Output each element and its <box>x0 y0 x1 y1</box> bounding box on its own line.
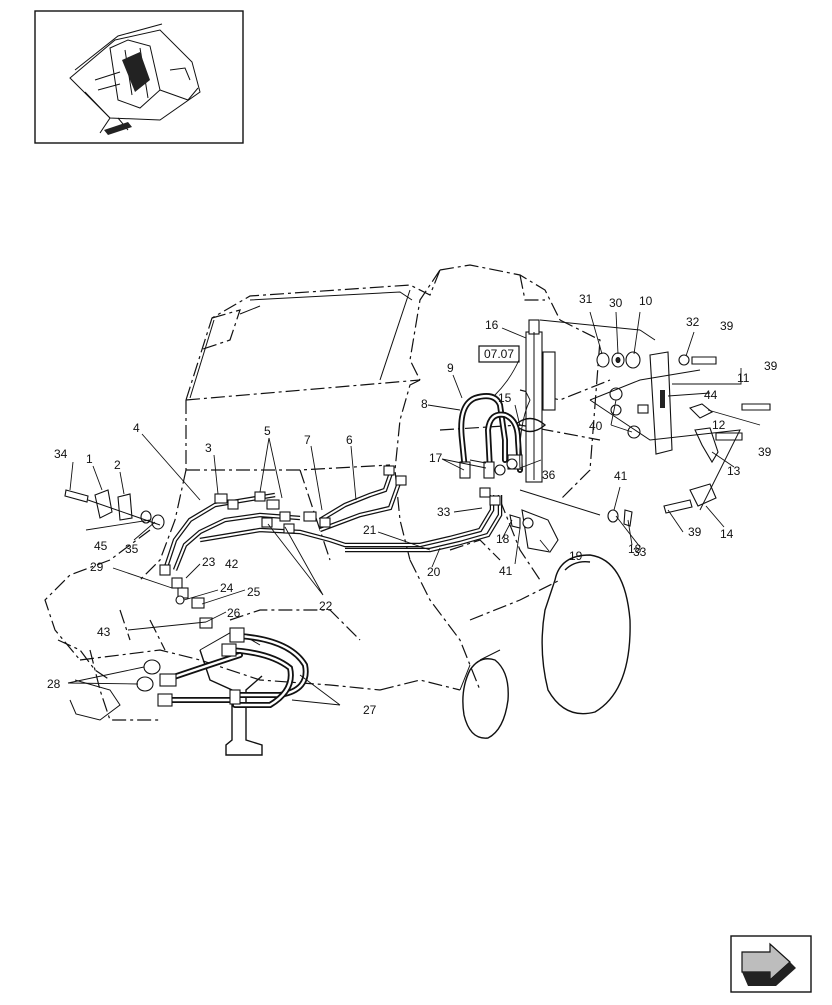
fittings <box>159 465 501 629</box>
callout-39-bottom[interactable]: 39 <box>688 525 702 539</box>
callout-26[interactable]: 26 <box>227 606 241 620</box>
callout-36[interactable]: 36 <box>542 468 556 482</box>
clamp-hardware-left <box>64 489 165 530</box>
callout-22[interactable]: 22 <box>319 599 333 613</box>
callout-28[interactable]: 28 <box>47 677 61 691</box>
callout-20[interactable]: 20 <box>427 565 441 579</box>
callout-27[interactable]: 27 <box>363 703 377 717</box>
callout-4[interactable]: 4 <box>133 421 140 435</box>
callout-21[interactable]: 21 <box>363 523 377 537</box>
callout-40[interactable]: 40 <box>589 419 603 433</box>
callout-39-top[interactable]: 39 <box>720 319 734 333</box>
callout-17[interactable]: 17 <box>429 451 443 465</box>
callout-39-mid[interactable]: 39 <box>758 445 772 459</box>
callout-33-left[interactable]: 33 <box>437 505 451 519</box>
callout-41-left[interactable]: 41 <box>499 564 513 578</box>
leader-lines <box>67 311 761 706</box>
callout-10[interactable]: 10 <box>639 294 653 308</box>
callout-16[interactable]: 16 <box>485 318 499 332</box>
callout-42[interactable]: 42 <box>225 557 239 571</box>
small-hardware-right <box>509 489 633 553</box>
washers-top <box>596 351 641 369</box>
hydraulic-pipes <box>162 469 503 571</box>
baler-top-panels <box>189 289 413 399</box>
mount-bracket <box>589 351 771 514</box>
reference-box[interactable]: 07.07 <box>478 345 520 363</box>
locator-thumbnail <box>34 10 244 144</box>
callout-33-right[interactable]: 33 <box>633 545 647 559</box>
callout-7[interactable]: 7 <box>304 433 311 447</box>
callout-6[interactable]: 6 <box>346 433 353 447</box>
callout-41-right[interactable]: 41 <box>614 469 628 483</box>
callout-43[interactable]: 43 <box>97 625 111 639</box>
callout-44[interactable]: 44 <box>704 388 718 402</box>
callout-15[interactable]: 15 <box>498 391 512 405</box>
callout-19[interactable]: 19 <box>569 549 583 563</box>
callout-39-right[interactable]: 39 <box>764 359 778 373</box>
callout-24[interactable]: 24 <box>220 581 234 595</box>
callout-11[interactable]: 11 <box>737 371 750 385</box>
next-page-arrow-icon[interactable] <box>730 935 812 993</box>
callout-2[interactable]: 2 <box>114 458 121 472</box>
callout-labels: 1 2 3 4 5 6 7 8 9 10 11 12 13 14 15 16 1… <box>47 292 778 717</box>
callout-12[interactable]: 12 <box>712 418 726 432</box>
tractor-hoses <box>136 627 309 708</box>
callout-18-right[interactable]: 18 <box>628 542 642 556</box>
lift-cylinder <box>513 319 656 483</box>
callout-23[interactable]: 23 <box>202 555 216 569</box>
callout-9[interactable]: 9 <box>447 361 454 375</box>
callout-45[interactable]: 45 <box>94 539 108 553</box>
callout-3[interactable]: 3 <box>205 441 212 455</box>
callout-30[interactable]: 30 <box>609 296 623 310</box>
callout-25[interactable]: 25 <box>247 585 261 599</box>
callout-5[interactable]: 5 <box>264 424 271 438</box>
reference-label: 07.07 <box>484 347 514 361</box>
callout-18-left[interactable]: 18 <box>496 532 510 546</box>
cylinder-hoses <box>458 391 531 479</box>
wheels <box>459 554 631 739</box>
callout-32[interactable]: 32 <box>686 315 700 329</box>
callout-13[interactable]: 13 <box>727 464 741 478</box>
callout-35[interactable]: 35 <box>125 542 139 556</box>
callout-31[interactable]: 31 <box>579 292 593 306</box>
callout-14[interactable]: 14 <box>720 527 734 541</box>
callout-1[interactable]: 1 <box>86 452 93 466</box>
callout-34[interactable]: 34 <box>54 447 68 461</box>
callout-8[interactable]: 8 <box>421 397 428 411</box>
baler-body-outline <box>44 264 611 721</box>
callout-29[interactable]: 29 <box>90 560 104 574</box>
